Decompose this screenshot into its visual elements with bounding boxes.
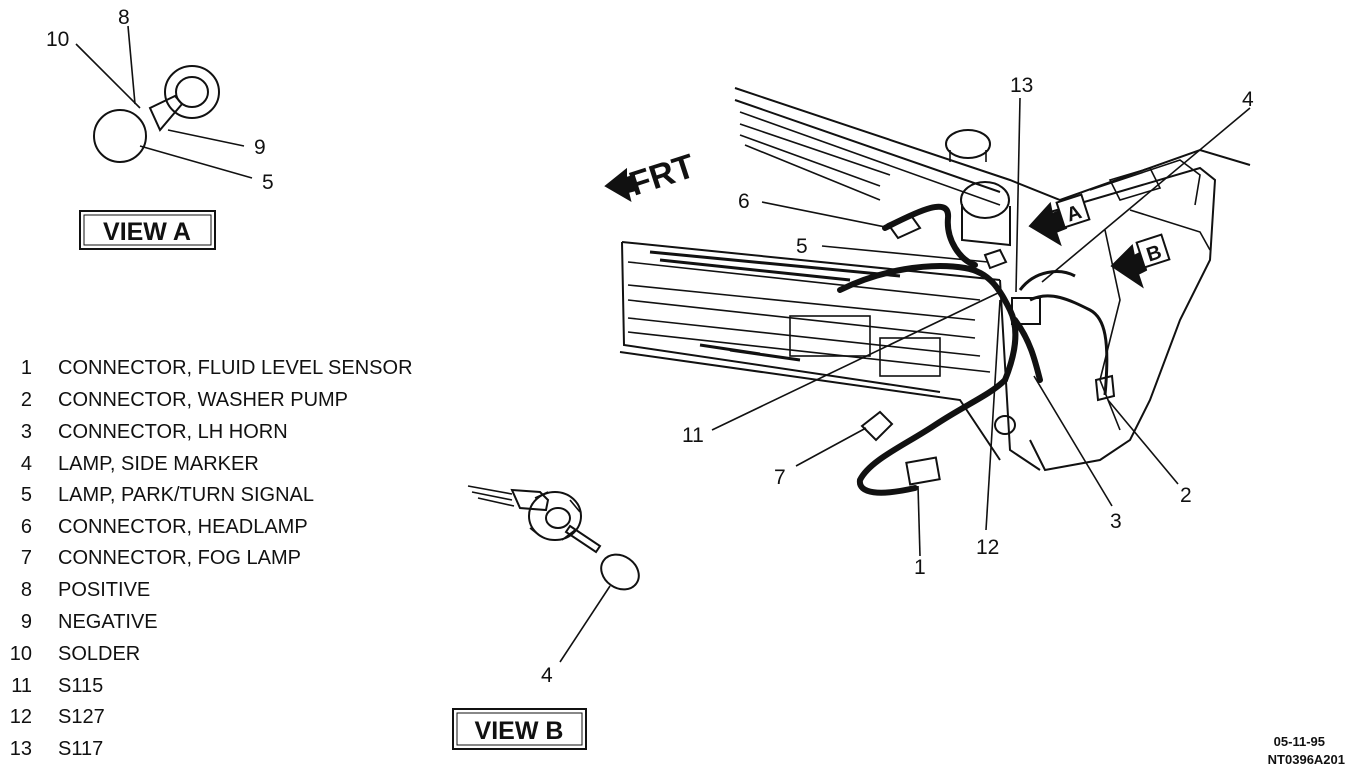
legend-text-3: CONNECTOR, LH HORN [58, 421, 288, 443]
footer-date: 05-11-95 [1274, 734, 1325, 749]
view-b-socket [528, 491, 582, 541]
legend-text-5: LAMP, PARK/TURN SIGNAL [58, 484, 314, 506]
legend-num-5: 5 [21, 484, 32, 506]
callout-13: 13 [1010, 74, 1033, 97]
view-a-bulb [93, 109, 147, 163]
leader-7 [795, 427, 867, 467]
view-a-callout-8: 8 [118, 6, 130, 29]
view-a-socket-outer [164, 65, 220, 119]
leader-6 [761, 201, 891, 229]
view-b-title-box: VIEW B [452, 708, 587, 750]
leader-view-a-5 [139, 145, 253, 179]
view-a-socket-inner [175, 76, 209, 108]
legend-num-7: 7 [21, 547, 32, 569]
legend-num-10: 10 [10, 643, 32, 665]
view-a-callout-9: 9 [254, 136, 266, 159]
legend-text-2: CONNECTOR, WASHER PUMP [58, 389, 348, 411]
callout-3: 3 [1110, 510, 1122, 533]
legend-text-8: POSITIVE [58, 579, 150, 601]
legend-text-9: NEGATIVE [58, 611, 158, 633]
view-a-title: VIEW A [103, 218, 191, 246]
view-a-bulb-neck [148, 94, 184, 132]
view-b-illustration [467, 485, 640, 663]
view-marker-b-label: B [1144, 241, 1165, 266]
legend-text-12: S127 [58, 706, 105, 728]
view-a-illustration [75, 25, 253, 179]
leader-5 [821, 245, 989, 263]
callout-5: 5 [796, 235, 808, 258]
view-a-title-box: VIEW A [79, 210, 216, 250]
legend-num-8: 8 [21, 579, 32, 601]
legend-text-11: S115 [58, 675, 103, 697]
callout-11: 11 [682, 424, 704, 447]
view-a-callout-10: 10 [46, 28, 69, 51]
leader-2 [1107, 399, 1179, 485]
legend-num-12: 12 [10, 706, 32, 728]
leader-view-a-9 [167, 129, 245, 147]
legend-text-7: CONNECTOR, FOG LAMP [58, 547, 301, 569]
legend-text-6: CONNECTOR, HEADLAMP [58, 516, 308, 538]
leader-11 [711, 291, 1001, 431]
callout-7: 7 [774, 466, 786, 489]
main-leader-lines [711, 97, 1251, 557]
front-direction-arrow: FRT [604, 147, 700, 204]
view-a-callout-5: 5 [262, 171, 274, 194]
callout-1: 1 [914, 556, 926, 579]
view-b-callout-4: 4 [541, 664, 553, 687]
legend-text-10: SOLDER [58, 643, 140, 665]
legend-num-9: 9 [21, 611, 32, 633]
legend-num-2: 2 [21, 389, 32, 411]
engine-bay-illustration [619, 87, 1251, 496]
legend: 1 CONNECTOR, FLUID LEVEL SENSOR 2 CONNEC… [10, 357, 413, 760]
legend-text-4: LAMP, SIDE MARKER [58, 453, 259, 475]
leader-view-a-8 [127, 25, 136, 105]
leader-12 [985, 299, 1001, 531]
legend-text-13: S117 [58, 738, 103, 760]
callout-2: 2 [1180, 484, 1192, 507]
leader-view-b-4 [559, 585, 611, 663]
footer-code: NT0396A201 [1268, 752, 1345, 767]
legend-num-13: 13 [10, 738, 32, 760]
leader-view-a-10 [75, 43, 141, 109]
callout-6: 6 [738, 190, 750, 213]
leader-4 [1041, 107, 1251, 283]
view-marker-b: B [1110, 233, 1171, 289]
view-b-bulb [600, 553, 640, 591]
view-b-title: VIEW B [475, 717, 564, 745]
legend-num-11: 11 [11, 675, 32, 697]
arrow-left-icon [604, 167, 638, 203]
leader-3 [1033, 375, 1113, 507]
legend-num-3: 3 [21, 421, 32, 443]
legend-text-1: CONNECTOR, FLUID LEVEL SENSOR [58, 357, 413, 379]
view-marker-a-label: A [1064, 201, 1085, 226]
callout-4: 4 [1242, 88, 1254, 111]
frt-label: FRT [625, 147, 700, 204]
leader-1 [917, 485, 921, 557]
callout-12: 12 [976, 536, 999, 559]
legend-num-4: 4 [21, 453, 32, 475]
legend-num-6: 6 [21, 516, 32, 538]
legend-num-1: 1 [21, 357, 32, 379]
view-marker-a: A [1028, 193, 1091, 247]
leader-13 [1015, 97, 1021, 293]
